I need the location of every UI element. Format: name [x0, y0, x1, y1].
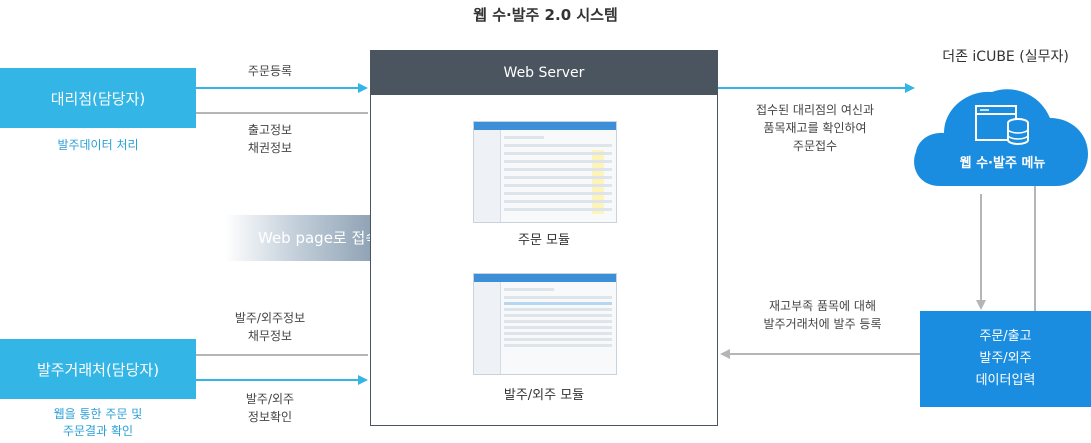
icube-title: 더존 iCUBE (실무자)	[942, 49, 1069, 65]
purchase-register-note-2: 발주거래처에 발주 등록	[763, 317, 882, 331]
web-server-header: Web Server	[371, 51, 717, 95]
window-database-icon	[975, 105, 1029, 145]
data-entry-line-1: 주문/출고	[979, 329, 1032, 344]
purchase-info-line-1: 발주/외주정보	[234, 311, 306, 325]
supplier-box: 발주거래처(담당자)	[0, 339, 196, 399]
agency-box: 대리점(담당자)	[0, 68, 196, 128]
purchase-info-label: 발주/외주정보 채무정보	[210, 309, 330, 345]
web-page-access-label: Web page로 접속	[258, 229, 380, 247]
diagram-title: 웹 수·발주 2.0 시스템	[473, 6, 618, 24]
data-entry-box: 주문/출고 발주/외주 데이터입력	[920, 311, 1091, 407]
web-server-panel: Web Server 주문 모듈 발주/외주 모듈	[370, 50, 718, 426]
purchase-module-label: 발주/외주 모듈	[503, 388, 585, 403]
order-module-label: 주문 모듈	[518, 233, 570, 248]
agency-subtitle: 발주데이터 처리	[57, 138, 139, 152]
agency-label: 대리점(담당자)	[50, 89, 146, 108]
payable-info-line-2: 채무정보	[247, 329, 293, 343]
cloud-shape	[914, 89, 1088, 186]
order-register-label: 주문등록	[247, 64, 293, 78]
order-receipt-note-3: 주문접수	[792, 139, 838, 153]
purchase-confirm-line-1: 발주/외주	[245, 392, 295, 406]
order-receipt-note-2: 품목재고를 확인하여	[763, 121, 867, 135]
purchase-confirm-line-2: 정보확인	[247, 410, 293, 424]
data-entry-line-3: 데이터입력	[975, 373, 1036, 388]
purchase-confirm-label: 발주/외주 정보확인	[210, 390, 330, 426]
supplier-label: 발주거래처(담당자)	[36, 360, 160, 379]
order-module-screenshot	[473, 121, 617, 223]
purchase-register-note-1: 재고부족 품목에 대해	[769, 299, 876, 313]
cloud-menu-label: 웹 수·발주 메뉴	[959, 156, 1046, 171]
supplier-subtitle-line-1: 웹을 통한 주문 및	[53, 407, 143, 421]
purchase-register-note: 재고부족 품목에 대해 발주거래처에 발주 등록	[735, 297, 910, 333]
data-entry-line-2: 발주/외주	[979, 351, 1032, 366]
shipping-info-label: 출고정보 채권정보	[220, 121, 320, 157]
order-receipt-note: 접수된 대리점의 여신과 품목재고를 확인하여 주문접수	[735, 101, 895, 155]
receivable-info-line-2: 채권정보	[247, 141, 293, 155]
supplier-subtitle: 웹을 통한 주문 및 주문결과 확인	[0, 406, 196, 440]
purchase-module-screenshot	[473, 273, 617, 375]
order-receipt-note-1: 접수된 대리점의 여신과	[755, 103, 875, 117]
supplier-subtitle-line-2: 주문결과 확인	[62, 424, 134, 438]
shipping-info-line-1: 출고정보	[247, 123, 293, 137]
